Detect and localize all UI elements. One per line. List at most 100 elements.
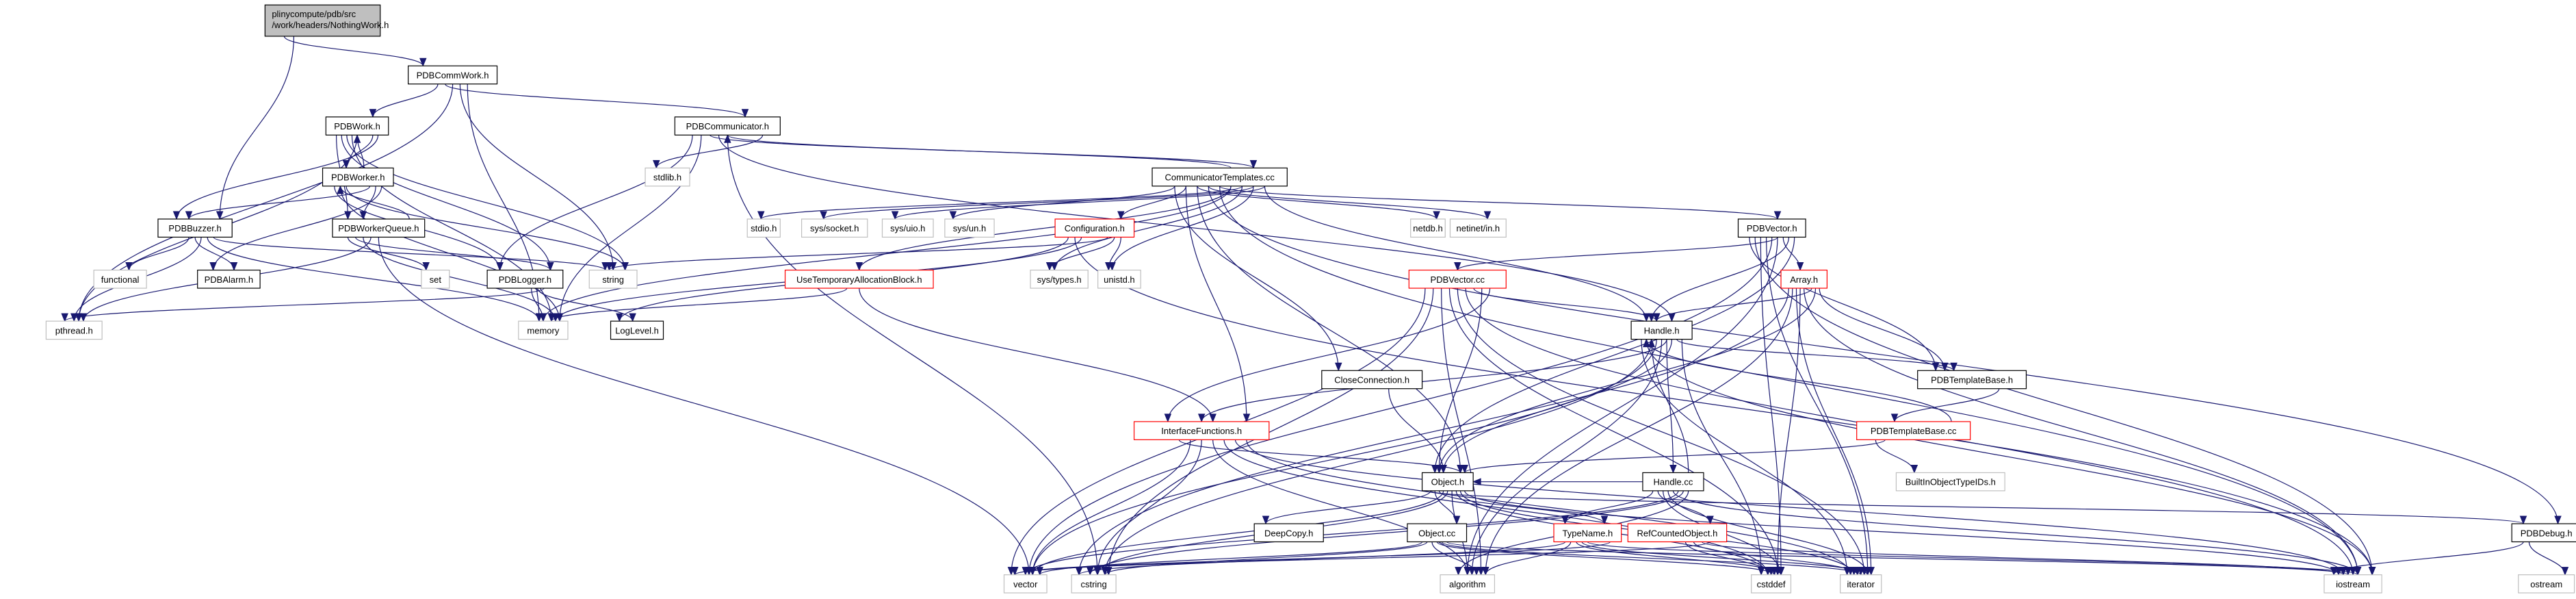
node-object-h[interactable]: Object.h	[1421, 472, 1474, 492]
node-refcountedobject-h[interactable]: RefCountedObject.h	[1627, 523, 1728, 543]
node-usetemporaryallocationblock-h[interactable]: UseTemporaryAllocationBlock.h	[784, 269, 934, 289]
node-iterator: iterator	[1840, 574, 1882, 594]
edge-typename-h-to-iterator	[1581, 541, 1869, 576]
node-label: PDBVector.h	[1747, 223, 1797, 233]
node-ostream: ostream	[2518, 574, 2575, 594]
node-label: Handle.cc	[1654, 477, 1693, 487]
edge-pdbwork-h-to-memory	[351, 135, 552, 322]
node-functional: functional	[93, 269, 147, 289]
node-box	[2324, 574, 2382, 594]
edge-configuration-h-to-sys-types-h	[1049, 237, 1115, 270]
node-handle-cc[interactable]: Handle.cc	[1642, 472, 1704, 492]
node-pdbbuzzer-h[interactable]: PDBBuzzer.h	[157, 218, 233, 238]
node-box	[881, 218, 934, 238]
arrowhead-icon	[185, 211, 193, 220]
arrowhead-icon	[2330, 567, 2338, 576]
node-box	[408, 65, 498, 85]
arrowhead-icon	[2354, 567, 2362, 576]
node-pdbalarm-h[interactable]: PDBAlarm.h	[197, 269, 261, 289]
edge-interfacefunctions-h-to-iostream	[1234, 439, 2344, 575]
node-pdblogger-h[interactable]: PDBLogger.h	[486, 269, 564, 289]
edge-array-h-to-cstddef	[1777, 288, 1801, 575]
arrowhead-icon	[1455, 567, 1462, 576]
node-pdbcommunicator-h[interactable]: PDBCommunicator.h	[674, 116, 781, 136]
node-box	[322, 167, 394, 187]
arrowhead-icon	[629, 313, 636, 322]
arrowhead-icon	[1910, 464, 1918, 474]
node-vector: vector	[1003, 574, 1048, 594]
edge-handle-cc-to-cstring	[1089, 490, 1684, 575]
node-handle-h[interactable]: Handle.h	[1630, 320, 1693, 340]
arrowhead-icon	[820, 211, 827, 220]
node-box	[1627, 523, 1728, 543]
node-pthread-h: pthread.h	[45, 320, 103, 340]
node-array-h[interactable]: Array.h	[1780, 269, 1827, 289]
arrowhead-icon	[1433, 211, 1440, 220]
arrowhead-icon	[496, 262, 504, 271]
edge-interfacefunctions-h-to-cstddef	[1223, 439, 1769, 575]
arrowhead-icon	[125, 262, 133, 271]
arrowhead-icon	[1461, 464, 1468, 474]
arrowhead-icon	[230, 262, 238, 271]
edge-pdbworker-h-to-string	[346, 186, 626, 270]
node-label: cstring	[1080, 579, 1106, 589]
node-cstring: cstring	[1071, 574, 1117, 594]
node-pdbvector-cc[interactable]: PDBVector.cc	[1408, 269, 1507, 289]
edge-pdbcommwork-h-to-string	[459, 84, 614, 270]
arrowhead-icon	[1036, 567, 1043, 576]
node-algorithm: algorithm	[1440, 574, 1496, 594]
arrowhead-icon	[1093, 567, 1102, 576]
node-pdbwork-h[interactable]: PDBWork.h	[325, 116, 389, 136]
node-label: string	[602, 275, 624, 285]
edge-object-h-to-typename-h	[1438, 490, 1605, 524]
edge-object-cc-to-cstring	[1104, 541, 1428, 576]
node-communicatortemplates-cc[interactable]: CommunicatorTemplates.cc	[1152, 167, 1288, 187]
arrowhead-icon	[1668, 313, 1676, 322]
node-interfacefunctions-h[interactable]: InterfaceFunctions.h	[1133, 421, 1270, 440]
arrowhead-icon	[1600, 515, 1609, 525]
nodes-layer: plinycompute/pdb/src/work/headers/Nothin…	[45, 4, 2576, 594]
node-pdbworkerqueue-h[interactable]: PDBWorkerQueue.h	[332, 218, 426, 238]
node-stdio-h: stdio.h	[746, 218, 781, 238]
node-closeconnection-h[interactable]: CloseConnection.h	[1321, 370, 1423, 390]
edge-pdbvector-h-to-pdbtemplatebase-h	[1749, 237, 1936, 371]
node-box	[1780, 269, 1827, 289]
edge-handle-cc-to-iterator	[1667, 490, 1869, 575]
node-pdbtemplatebase-h[interactable]: PDBTemplateBase.h	[1917, 370, 2027, 390]
arrowhead-icon	[369, 109, 377, 118]
node-label: LogLevel.h	[615, 325, 659, 335]
node-box	[1630, 320, 1693, 340]
node-box	[944, 218, 995, 238]
edge-communicatortemplates-cc-to-pdbcommunicator-h	[727, 134, 1232, 168]
edge-handle-h-to-vector	[1032, 339, 1657, 575]
node-box	[1421, 472, 1474, 492]
node-pdbcommwork-h[interactable]: PDBCommWork.h	[408, 65, 498, 85]
edge-closeconnection-h-to-object-h	[1388, 388, 1444, 473]
node-box	[325, 116, 389, 136]
node-pdbworker-h[interactable]: PDBWorker.h	[322, 167, 394, 187]
edge-pdbcommunicator-h-to-cstring	[727, 135, 1098, 575]
node-label: RefCountedObject.h	[1637, 528, 1718, 538]
arrowhead-icon	[1045, 262, 1054, 271]
arrowhead-icon	[1561, 515, 1569, 525]
node-pdbtemplatebase-cc[interactable]: PDBTemplateBase.cc	[1856, 421, 1971, 440]
node-label: sys/uio.h	[890, 223, 925, 233]
node-box	[1917, 370, 2027, 390]
node-object-cc[interactable]: Object.cc	[1407, 523, 1468, 543]
node-deepcopy-h[interactable]: DeepCopy.h	[1253, 523, 1324, 543]
edge-pdbtemplatebase-h-to-pdbtemplatebase-cc	[1894, 388, 2000, 422]
edge-pdbvector-cc-to-iterator	[1457, 288, 1865, 575]
node-label: netdb.h	[1413, 223, 1442, 233]
node-root[interactable]: plinycompute/pdb/src/work/headers/Nothin…	[264, 4, 389, 37]
edge-pdbbuzzer-h-to-memory	[207, 237, 540, 322]
node-loglevel-h[interactable]: LogLevel.h	[610, 320, 664, 340]
arrowhead-icon	[606, 262, 613, 271]
node-configuration-h[interactable]: Configuration.h	[1054, 218, 1135, 238]
node-pdbvector-h[interactable]: PDBVector.h	[1737, 218, 1806, 238]
node-box	[1895, 472, 2005, 492]
node-box	[1410, 218, 1446, 238]
node-pdbdebug-h[interactable]: PDBDebug.h	[2511, 523, 2576, 543]
node-typename-h[interactable]: TypeName.h	[1553, 523, 1622, 543]
edge-array-h-to-cstring	[1078, 288, 1789, 575]
